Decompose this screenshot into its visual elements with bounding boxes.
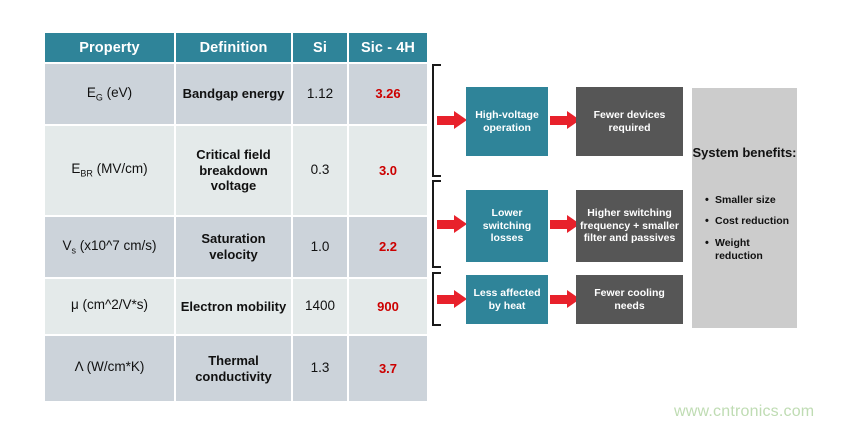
- column-header-si: Si: [292, 33, 349, 63]
- comparison-table: Property Definition Si Sic - 4H EG (eV) …: [45, 33, 427, 401]
- flow-cause-box-1: High-voltage operation: [466, 87, 548, 156]
- column-header-property: Property: [45, 33, 176, 63]
- flow-effect-box-2: Higher switching frequency + smaller fil…: [576, 190, 683, 262]
- cell-property: EBR (MV/cm): [45, 124, 176, 216]
- flow-cause-box-2: Lower switching losses: [466, 190, 548, 262]
- column-header-definition: Definition: [175, 33, 293, 63]
- cell-sic-value: 3.26: [348, 62, 427, 125]
- table-header-row: Property Definition Si Sic - 4H: [45, 33, 427, 63]
- bracket-group-1: [432, 64, 441, 177]
- system-benefits-panel: System benefits: Smaller size Cost reduc…: [692, 88, 797, 328]
- cell-definition: Electron mobility: [175, 277, 293, 335]
- flow-effect-box-1: Fewer devices required: [576, 87, 683, 156]
- table-row: Vs (x10^7 cm/s) Saturation velocity 1.0 …: [45, 215, 427, 278]
- cell-definition: Critical field breakdown voltage: [175, 124, 293, 216]
- table-row: EBR (MV/cm) Critical field breakdown vol…: [45, 124, 427, 216]
- flow-cause-box-3: Less affected by heat: [466, 275, 548, 324]
- bracket-group-2: [432, 180, 441, 268]
- watermark-text: www.cntronics.com: [674, 403, 815, 420]
- cell-sic-value: 900: [348, 277, 427, 335]
- cell-sic-value: 3.7: [348, 334, 427, 401]
- table-row: μ (cm^2/V*s) Electron mobility 1400 900: [45, 277, 427, 335]
- arrow-to-cause-3: [437, 290, 467, 309]
- cell-property: Λ (W/cm*K): [45, 334, 176, 401]
- cell-si-value: 1.12: [292, 62, 349, 125]
- table-row: EG (eV) Bandgap energy 1.12 3.26: [45, 62, 427, 125]
- system-benefits-title: System benefits:: [692, 145, 797, 160]
- system-benefits-list: Smaller size Cost reduction Weight reduc…: [705, 193, 791, 272]
- cell-si-value: 1.0: [292, 215, 349, 278]
- arrow-to-cause-2: [437, 215, 467, 234]
- cell-property: μ (cm^2/V*s): [45, 277, 176, 335]
- column-header-sic4h: Sic - 4H: [348, 33, 427, 63]
- cell-definition: Saturation velocity: [175, 215, 293, 278]
- table-row: Λ (W/cm*K) Thermal conductivity 1.3 3.7: [45, 334, 427, 401]
- bracket-group-3: [432, 272, 441, 326]
- cell-si-value: 1.3: [292, 334, 349, 401]
- cell-sic-value: 2.2: [348, 215, 427, 278]
- benefit-item: Smaller size: [705, 193, 791, 208]
- cell-property: Vs (x10^7 cm/s): [45, 215, 176, 278]
- cell-definition: Thermal conductivity: [175, 334, 293, 401]
- cell-sic-value: 3.0: [348, 124, 427, 216]
- cell-si-value: 0.3: [292, 124, 349, 216]
- benefit-item: Weight reduction: [705, 236, 791, 264]
- benefit-item: Cost reduction: [705, 214, 791, 229]
- arrow-to-cause-1: [437, 111, 467, 130]
- flow-effect-box-3: Fewer cooling needs: [576, 275, 683, 324]
- cell-definition: Bandgap energy: [175, 62, 293, 125]
- cell-si-value: 1400: [292, 277, 349, 335]
- cell-property: EG (eV): [45, 62, 176, 125]
